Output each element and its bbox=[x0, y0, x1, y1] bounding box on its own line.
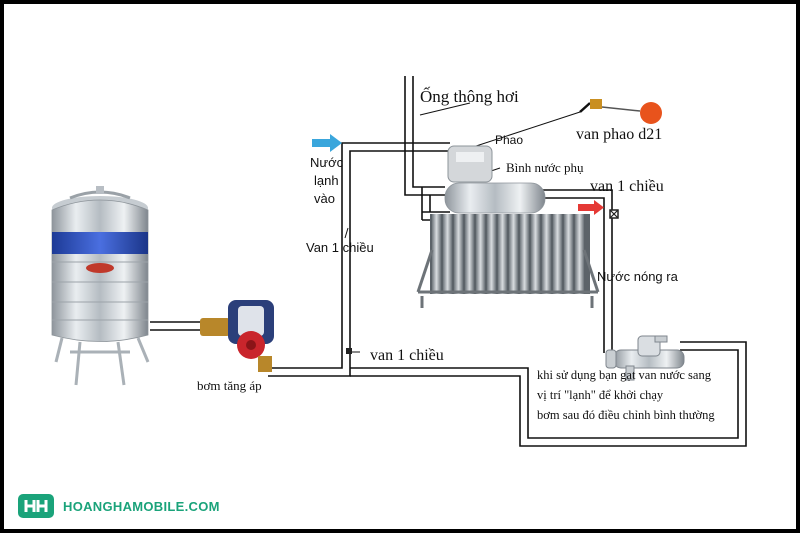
logo-text: HOANGHAMOBILE.COM bbox=[63, 498, 220, 514]
label-phao: Phao bbox=[495, 133, 524, 147]
hot-outlet-arrow-icon bbox=[578, 200, 604, 215]
float-ball bbox=[640, 102, 662, 124]
label-bom-tang-ap: bơm tăng áp bbox=[197, 378, 262, 393]
label-ong-thong-hoi: Ống thông hơi bbox=[420, 87, 519, 106]
label-van-phao: van phao d21 bbox=[576, 126, 663, 143]
note-line-1: khi sử dụng bạn gạt van nước sang bbox=[537, 368, 711, 382]
booster-pump bbox=[200, 300, 274, 372]
pipe-network bbox=[150, 76, 747, 447]
cold-inlet-arrow-icon bbox=[312, 134, 342, 152]
label-nuoc-nong-ra: Nước nóng ra bbox=[597, 269, 678, 284]
label-binh-nuoc-phu: Bình nước phụ bbox=[506, 160, 584, 175]
mixer-faucet bbox=[605, 335, 685, 381]
label-nuoc-lanh-2: lạnh bbox=[314, 173, 339, 188]
water-tank bbox=[51, 186, 150, 386]
label-van-1-chieu-bottom: van 1 chiều bbox=[370, 347, 444, 364]
solar-water-heater bbox=[416, 145, 600, 308]
label-van-1-chieu-left: Van 1 chiều bbox=[306, 240, 374, 255]
label-nuoc-lanh-1: Nước bbox=[310, 155, 344, 170]
diagram-canvas: Ống thông hơi Phao van phao d21 Bình nướ… bbox=[4, 4, 796, 529]
brand-logo: HOANGHAMOBILE.COM bbox=[17, 491, 220, 521]
instruction-note: khi sử dụng bạn gạt van nước sang vị trí… bbox=[537, 365, 715, 425]
float-valve-icon bbox=[590, 99, 602, 109]
note-line-3: bơm sau đó điều chỉnh bình thường bbox=[537, 408, 715, 422]
label-nuoc-lanh-3: vào bbox=[314, 191, 335, 206]
check-valves bbox=[346, 209, 619, 354]
note-line-2: vị trí "lạnh" để khởi chạy bbox=[537, 388, 664, 402]
hh-logo-icon bbox=[18, 494, 54, 518]
label-van-1-chieu-top: van 1 chiều bbox=[590, 178, 664, 195]
diagram-drawing bbox=[51, 76, 747, 447]
